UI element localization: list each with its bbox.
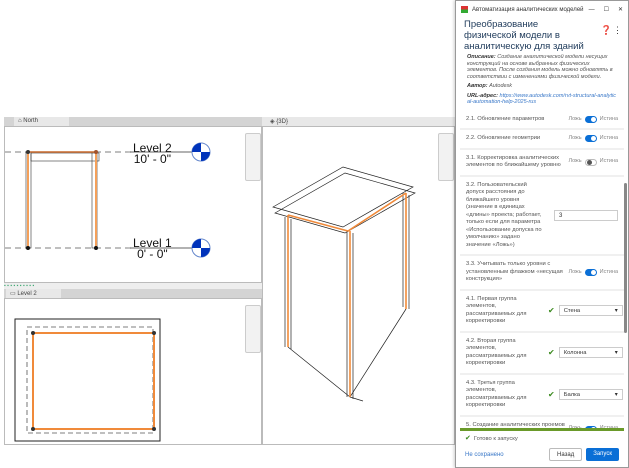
level-head-icon [191, 238, 211, 258]
chevron-down-icon: ▾ [614, 308, 618, 314]
toggle-switch[interactable] [584, 135, 597, 143]
save-state: Не сохранено [465, 451, 504, 458]
navigation-bar[interactable] [245, 133, 261, 181]
setting-row: 5. Создание аналитических проемов для вы… [460, 416, 624, 428]
plan-drawing [14, 318, 161, 442]
setting-row: 4.3. Третья группа элементов, рассматрив… [460, 374, 624, 415]
north-tabbar: ⌂ North [4, 117, 262, 126]
tab-north[interactable]: ⌂ North [14, 117, 69, 126]
3d-view[interactable] [262, 126, 455, 445]
elevation-drawing [5, 142, 211, 258]
navigation-bar[interactable] [438, 133, 454, 181]
check-icon: ✔ [465, 435, 471, 442]
3d-model-drawing [272, 166, 416, 402]
tolerance-input[interactable]: 3 [554, 209, 618, 221]
setting-row: 3.3. Учитывать только уровни с установле… [460, 256, 624, 289]
setting-label: 3.2. Пользовательский допуск расстояния … [466, 181, 542, 248]
url-link[interactable]: https://www.autodesk.com/rvt-structural-… [467, 92, 616, 106]
chevron-down-icon: ▾ [614, 392, 618, 398]
run-button[interactable]: Запуск [586, 448, 619, 461]
description: Описание: Создание аналитической модели … [467, 54, 613, 80]
plan-icon: ▭ [10, 291, 18, 297]
toggle-switch[interactable] [584, 268, 597, 276]
setting-row: 3.2. Пользовательский допуск расстояния … [460, 176, 624, 254]
app-icon [461, 6, 468, 13]
close-icon[interactable]: ✕ [617, 7, 623, 13]
setting-label: 2.1. Обновление параметров [466, 115, 545, 122]
setting-row: 3.1. Корректировка аналитических элемент… [460, 149, 624, 175]
setting-label: 3.3. Учитывать только уровни с установле… [466, 261, 563, 282]
setting-row: 4.2. Вторая группа элементов, рассматрив… [460, 332, 624, 373]
back-button[interactable]: Назад [549, 448, 583, 461]
panel-header: Преобразование физической модели в анали… [456, 18, 628, 106]
setting-label: 5. Создание аналитических проемов для вы… [466, 421, 565, 428]
3d-view-icon: ◈ [270, 119, 277, 125]
3d-tabbar: ◈ {3D} [262, 117, 455, 126]
toggle-switch[interactable] [584, 158, 597, 166]
elevation-icon: ⌂ [18, 118, 24, 124]
check-icon: ✔ [548, 389, 555, 399]
status-bar: ✔Готово к запуску [460, 428, 624, 445]
panel-titlebar: Автоматизация аналитических моделей — ☐ … [456, 1, 628, 18]
toggle-switch[interactable] [584, 425, 597, 428]
setting-label: 4.2. Вторая группа элементов, рассматрив… [466, 337, 527, 367]
minimize-icon[interactable]: — [588, 6, 595, 13]
check-icon: ✔ [548, 305, 555, 315]
author: Автор: Autodesk [467, 83, 513, 89]
tab-3d[interactable]: ◈ {3D} [266, 117, 306, 126]
automation-panel: Автоматизация аналитических моделей — ☐ … [455, 0, 629, 468]
chevron-down-icon: ▾ [614, 350, 618, 356]
more-icon[interactable]: ⋮ [613, 25, 622, 35]
maximize-icon[interactable]: ☐ [603, 7, 609, 13]
group-select[interactable]: Стена▾ [558, 305, 623, 316]
setting-label: 4.1. Первая группа элементов, рассматрив… [466, 295, 527, 325]
check-icon: ✔ [548, 347, 555, 357]
navigation-bar[interactable] [245, 305, 261, 353]
scrollbar[interactable] [624, 182, 627, 333]
tab-level-2[interactable]: ▭ Level 2 [6, 289, 61, 298]
url: URL-адрес: https://www.autodesk.com/rvt-… [467, 92, 616, 106]
help-icon[interactable]: ❓ [600, 25, 612, 35]
toggle-switch[interactable] [584, 115, 597, 123]
setting-label: 4.3. Третья группа элементов, рассматрив… [466, 379, 527, 409]
setting-row: 4.1. Первая группа элементов, рассматрив… [460, 290, 624, 331]
level-2-plan-view[interactable] [4, 298, 262, 445]
view-control-bar[interactable]: ▪ ▪ ▪ ▪ ▪ ▪ ▪ ▪ ▪ ▪ [4, 283, 262, 289]
group-select[interactable]: Балка▾ [558, 389, 623, 400]
group-select[interactable]: Колонна▾ [558, 347, 623, 358]
setting-label: 2.2. Обновление геометрии [466, 135, 541, 141]
level-head-icon [191, 142, 211, 162]
page-title: Преобразование физической модели в анали… [464, 19, 584, 52]
level2-tabbar: ▭ Level 2 [4, 289, 262, 298]
setting-label: 3.1. Корректировка аналитических элемент… [466, 154, 561, 169]
